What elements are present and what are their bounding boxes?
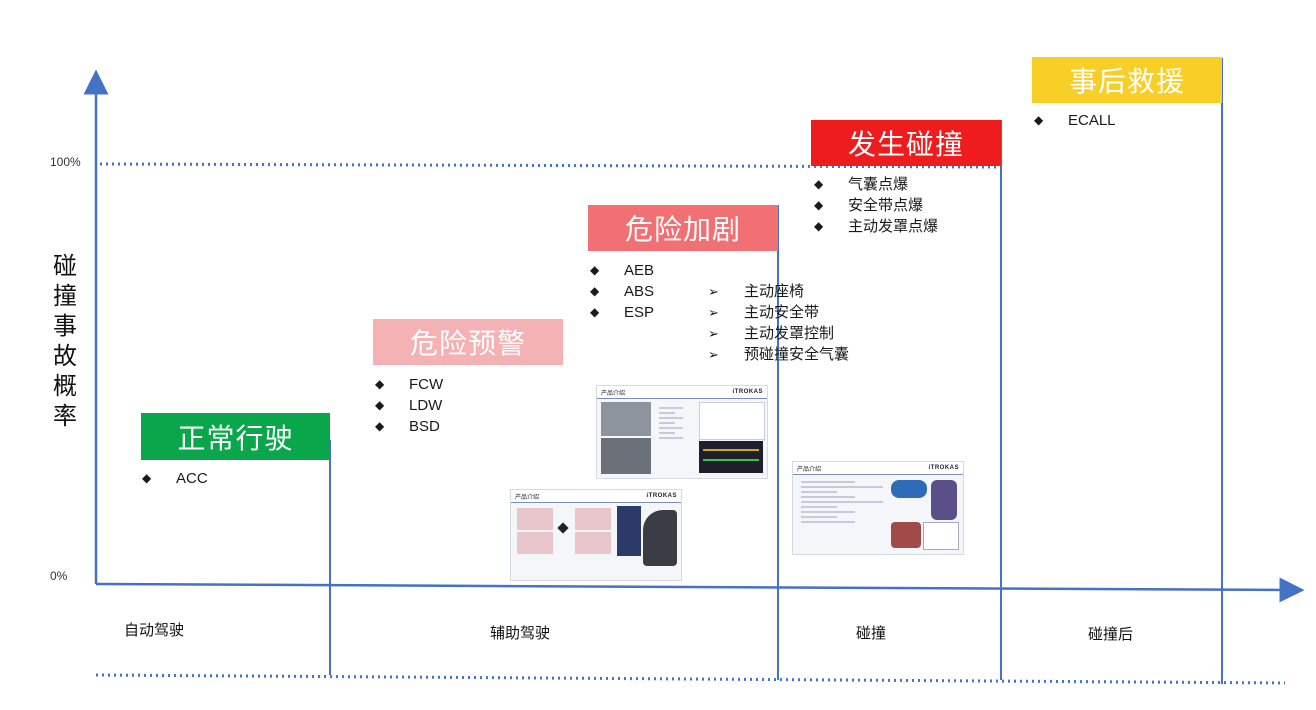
thumb-header: 产品介绍 xyxy=(797,466,822,473)
diamond-icon: ◆ xyxy=(375,398,385,412)
stage-post-rescue: 事后救援 xyxy=(1032,57,1222,103)
diamond-icon: ◆ xyxy=(375,377,385,391)
x-axis xyxy=(95,577,1305,603)
chevron-right-icon: ➢ xyxy=(708,305,719,320)
list-item: ◆ESP xyxy=(590,304,655,321)
list-item: ◆LDW xyxy=(375,397,443,414)
stage-collision-list: ◆气囊点爆 ◆安全带点爆 ◆主动发罩点爆 xyxy=(814,174,938,237)
stage-escalation-sublist: ➢主动座椅 ➢主动安全带 ➢主动发罩控制 ➢预碰撞安全气囊 xyxy=(708,281,849,365)
phase-label-collision: 碰撞 xyxy=(856,625,887,642)
list-item: ◆FCW xyxy=(375,376,444,393)
phase-label-autonomous: 自动驾驶 xyxy=(124,622,185,639)
stage-title: 正常行驶 xyxy=(177,422,294,454)
list-item: ◆ECALL xyxy=(1034,112,1116,129)
thumb-header: 产品介绍 xyxy=(601,390,626,397)
chevron-right-icon: ➢ xyxy=(708,284,719,299)
list-item: ◆ABS xyxy=(590,283,655,300)
stage-title: 发生碰撞 xyxy=(847,129,964,160)
brand-logo: iTROKAS xyxy=(928,465,959,471)
bottom-dotted-line xyxy=(95,673,1286,685)
list-item: ➢主动安全带 xyxy=(708,304,820,321)
y-tick-0: 0% xyxy=(50,569,68,583)
stage-escalation-list: ◆AEB ◆ABS ◆ESP xyxy=(590,260,654,323)
product-slide-thumbnail: 产品介绍 iTROKAS xyxy=(510,489,682,581)
product-slide-thumbnail: 产品介绍 iTROKAS xyxy=(596,385,768,479)
list-item: ➢预碰撞安全气囊 xyxy=(708,346,850,363)
stage-danger-warning: 危险预警 xyxy=(373,319,563,365)
stage-title: 事后救援 xyxy=(1068,66,1185,97)
brand-logo: iTROKAS xyxy=(732,389,763,395)
chevron-right-icon: ➢ xyxy=(708,347,719,362)
diamond-icon: ◆ xyxy=(142,471,152,485)
diamond-icon: ◆ xyxy=(590,305,600,319)
diamond-icon: ◆ xyxy=(590,263,600,277)
product-slide-thumbnail: 产品介绍 iTROKAS xyxy=(792,461,964,555)
phase-label-assisted: 辅助驾驶 xyxy=(490,625,551,642)
stage-warning-list: ◆FCW ◆LDW ◆BSD xyxy=(375,374,443,437)
stage-danger-escalation: 危险加剧 xyxy=(588,205,778,251)
diamond-icon: ◆ xyxy=(590,284,600,298)
stage-title: 危险加剧 xyxy=(624,214,741,245)
stage-rescue-list: ◆ECALL xyxy=(1034,110,1116,131)
list-item: ◆气囊点爆 xyxy=(814,176,909,193)
list-item: ◆主动发罩点爆 xyxy=(814,218,939,235)
stage-title: 危险预警 xyxy=(409,328,526,359)
diamond-icon: ◆ xyxy=(814,177,824,191)
chevron-right-icon: ➢ xyxy=(708,326,719,341)
phase-label-post-collision: 碰撞后 xyxy=(1088,626,1134,643)
y-axis-label-text: 碰撞事故概率 xyxy=(53,253,77,430)
list-item: ◆AEB xyxy=(590,262,655,279)
list-item: ◆安全带点爆 xyxy=(814,197,924,214)
diamond-icon: ◆ xyxy=(1034,113,1044,127)
list-item: ◆BSD xyxy=(375,418,440,435)
list-item: ◆ACC xyxy=(142,470,208,487)
diamond-icon: ◆ xyxy=(814,219,824,233)
list-item: ➢主动座椅 xyxy=(708,283,805,300)
stage-normal-list: ◆ACC xyxy=(142,468,208,489)
brand-logo: iTROKAS xyxy=(646,493,677,499)
list-item: ➢主动发罩控制 xyxy=(708,325,835,342)
thumb-header: 产品介绍 xyxy=(515,494,540,501)
max-probability-line xyxy=(99,162,1001,169)
stage-collision: 发生碰撞 xyxy=(811,120,1001,166)
y-axis-label: 碰撞事故概率 xyxy=(50,252,80,432)
y-tick-100: 100% xyxy=(50,155,81,169)
stage-normal-driving: 正常行驶 xyxy=(141,413,330,460)
diamond-icon: ◆ xyxy=(375,419,385,433)
diamond-icon: ◆ xyxy=(814,198,824,212)
